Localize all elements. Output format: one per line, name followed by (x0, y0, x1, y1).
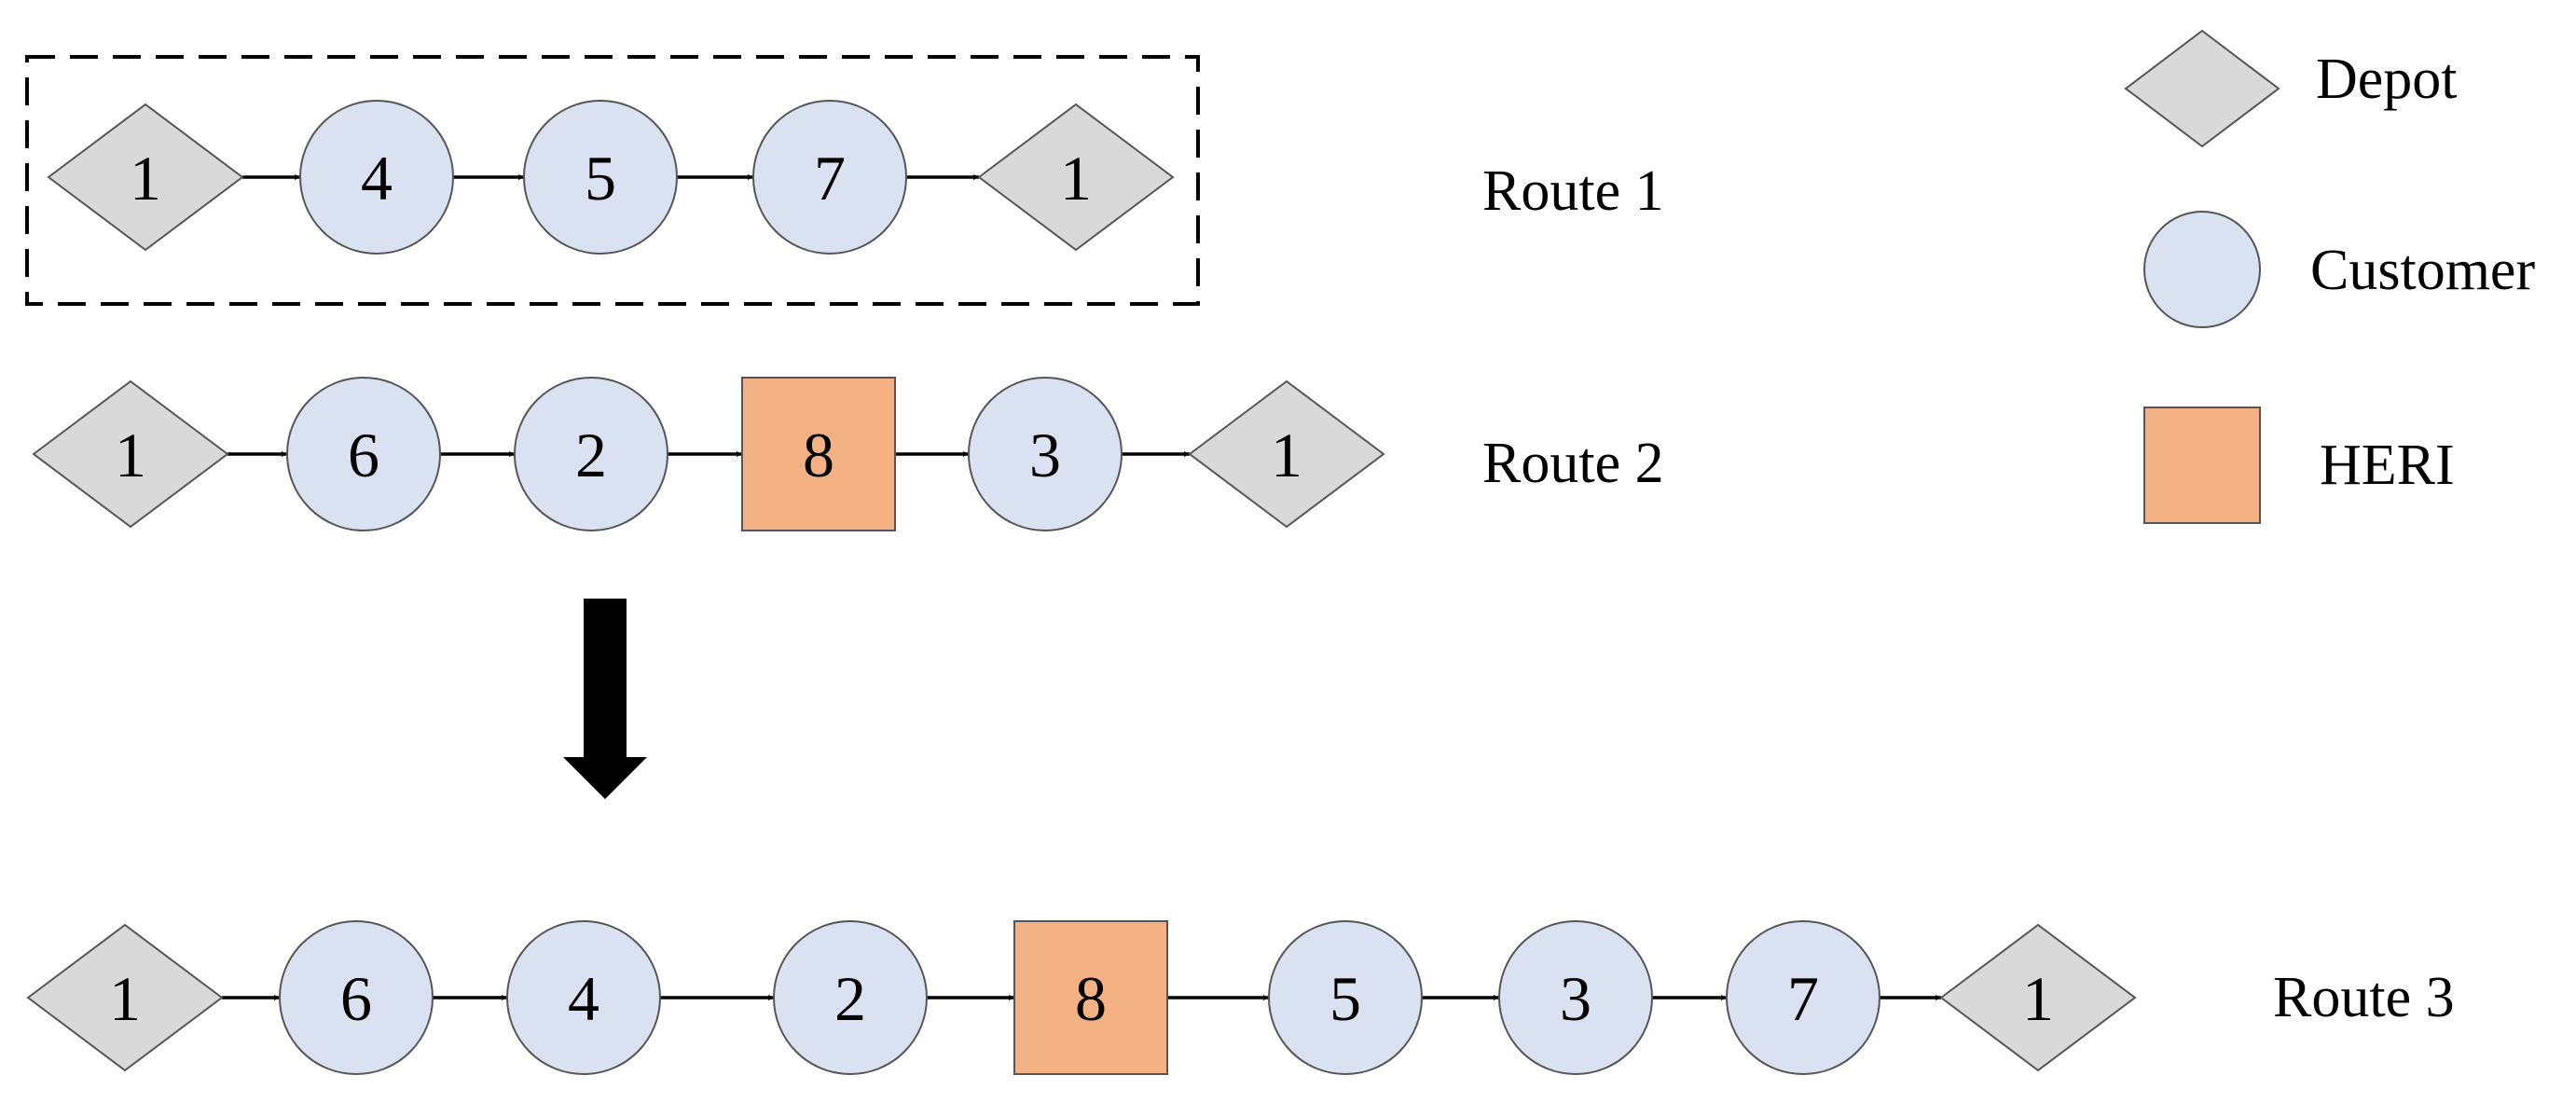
node-label: 3 (1029, 420, 1061, 490)
node-label: 5 (585, 143, 616, 214)
node-label: 6 (348, 420, 379, 490)
node-label: 8 (1075, 963, 1107, 1034)
depot-node (1939, 923, 2137, 1072)
customer-node (773, 920, 928, 1075)
depot-node (32, 379, 229, 529)
route-1-highlight-box (25, 55, 1200, 306)
customer-node (286, 377, 441, 531)
route-2-label: Route 2 (1482, 432, 1664, 495)
heri-node (741, 377, 896, 531)
route-2: 1 6 2 8 3 1 Route 2 (32, 377, 1664, 531)
legend-heri-label: HERI (2320, 434, 2455, 497)
customer-node (1726, 920, 1880, 1075)
node-label: 1 (109, 963, 141, 1034)
node-label: 1 (115, 420, 146, 490)
node-label: 5 (1329, 963, 1361, 1034)
legend-customer-label: Customer (2310, 239, 2535, 302)
node-label: 7 (1787, 963, 1819, 1034)
depot-node (47, 103, 244, 252)
node-label: 8 (803, 420, 834, 490)
customer-node (1268, 920, 1423, 1075)
customer-node (279, 920, 434, 1075)
node-label: 7 (814, 143, 846, 214)
node-label: 1 (130, 143, 161, 214)
legend-heri-symbol (2143, 407, 2261, 524)
node-label: 4 (361, 143, 393, 214)
route-3: 1 6 4 2 8 5 3 7 1 Route 3 (26, 920, 2455, 1075)
customer-node (514, 377, 668, 531)
customer-node (506, 920, 661, 1075)
depot-node (1188, 379, 1385, 529)
legend-depot-label: Depot (2316, 48, 2458, 111)
node-label: 3 (1560, 963, 1591, 1034)
depot-node (977, 103, 1175, 252)
route-1: 1 4 5 7 1 Route 1 (47, 100, 1664, 255)
customer-node (523, 100, 678, 255)
customer-node (1498, 920, 1653, 1075)
route-3-label: Route 3 (2273, 966, 2455, 1029)
legend-customer-symbol (2143, 211, 2261, 328)
customer-node (968, 377, 1123, 531)
depot-node (26, 923, 224, 1072)
route-1-label: Route 1 (1482, 159, 1664, 223)
merge-arrow (563, 599, 647, 799)
customer-node (752, 100, 907, 255)
node-label: 6 (340, 963, 372, 1034)
node-label: 1 (2022, 963, 2054, 1034)
node-label: 2 (575, 420, 607, 490)
node-label: 2 (834, 963, 866, 1034)
node-label: 4 (568, 963, 599, 1034)
legend: Depot Customer HERI (2124, 29, 2535, 524)
node-label: 1 (1060, 143, 1092, 214)
node-label: 1 (1271, 420, 1302, 490)
legend-depot-symbol (2124, 29, 2280, 148)
heri-node (1013, 920, 1168, 1075)
customer-node (299, 100, 454, 255)
